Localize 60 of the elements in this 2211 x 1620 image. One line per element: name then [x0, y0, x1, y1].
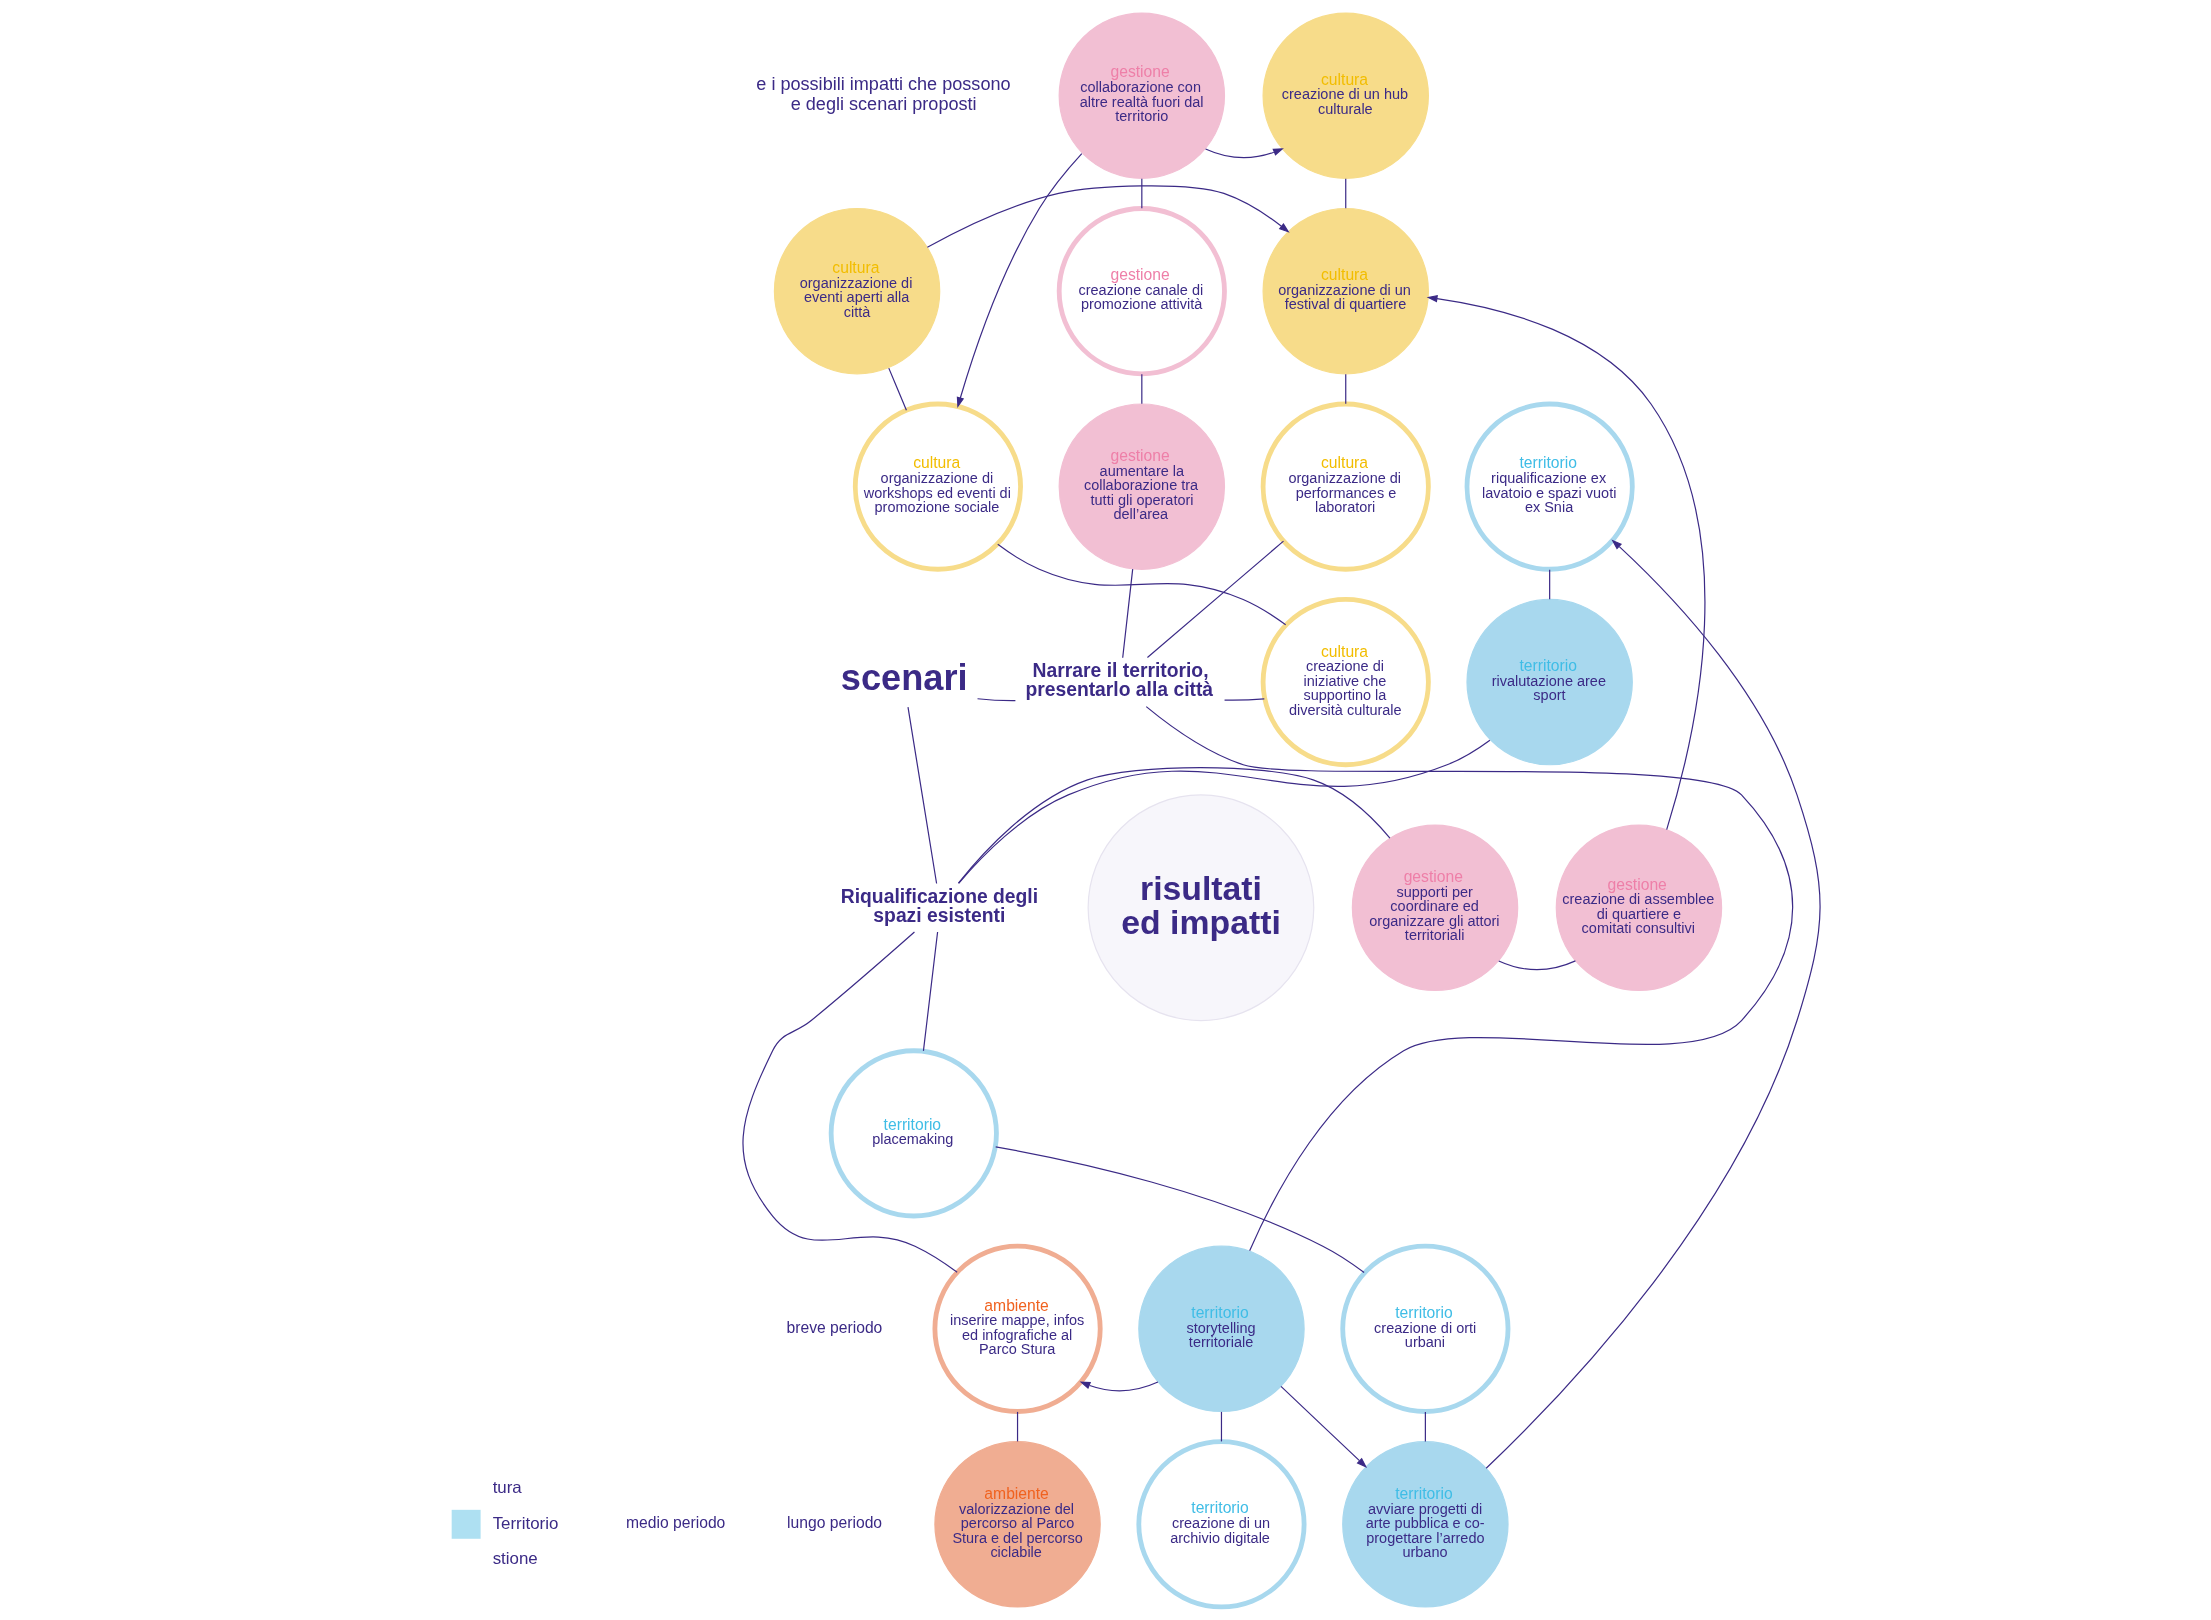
connector [1140, 178, 1142, 209]
arrow [1426, 294, 1705, 831]
node-circle: cultura organizzazione di eventi aperti alla città [773, 207, 940, 375]
connector [1223, 698, 1265, 701]
connector [1016, 1411, 1018, 1442]
label: lungo periodo [786, 1514, 882, 1532]
node-text: Narrare il territorio, presentarlo alla città [1024, 660, 1213, 701]
node-circle: territorio rivalutazione aree sport [1465, 598, 1633, 766]
connector [1497, 960, 1576, 971]
connector [887, 367, 907, 411]
node-circle: cultura organizzazione di performances e laboratori [1260, 401, 1431, 572]
node-circle: territorio placemaking [828, 1048, 999, 1219]
node-circle: risultati ed impatti [1087, 794, 1314, 1022]
arrow [1279, 1385, 1367, 1468]
arrow [956, 153, 1082, 408]
node-circle: cultura creazione di iniziative che supportino la diversità culturale [1260, 597, 1431, 768]
connector [994, 1146, 1365, 1274]
node-circle: gestione creazione di assemblee di quartiere e comitati consultivi [1555, 824, 1722, 991]
connector [1424, 1411, 1426, 1442]
connector [1344, 178, 1346, 209]
connector [1344, 373, 1346, 405]
connector [957, 739, 1491, 884]
arrow [1485, 539, 1821, 1469]
node-circle: cultura organizzazione di un festival di quartiere [1262, 207, 1429, 375]
connector [976, 698, 1016, 702]
node-text: Riqualificazione degli spazi esistenti [840, 885, 1038, 926]
connector [1220, 1411, 1222, 1442]
arrow [1204, 148, 1284, 159]
legend-label: Territorio [492, 1513, 558, 1533]
label: medio periodo [625, 1514, 725, 1532]
node-circle: territorio creazione di orti urbani [1339, 1243, 1510, 1414]
connector [1140, 373, 1142, 405]
node-circle: gestione aumentare la collaborazione tra tutti gli operatori dell’area [1058, 403, 1225, 570]
connector [922, 931, 938, 1052]
legend-label: tura [492, 1478, 522, 1498]
node-circle: territorio riqualificazione ex lavatoio e spazi vuoti ex Snia [1464, 401, 1635, 572]
node-circle: cultura organizzazione di workshops ed eventi di promozione sociale [852, 401, 1023, 572]
node-text: scenari [840, 656, 968, 698]
arrow [926, 185, 1290, 248]
connector [996, 543, 1286, 626]
label: e i possibili impatti che possono e degli scenari proposti [755, 73, 1011, 115]
connector [1145, 706, 1793, 1252]
node-circle: ambiente valorizzazione del percorso al Parco Stura e del percorso ciclabile [933, 1441, 1101, 1608]
connector [906, 706, 937, 885]
connector [957, 767, 1391, 884]
legend-label: stione [492, 1549, 538, 1569]
node-circle: territorio creazione di un archivio digitale [1135, 1439, 1307, 1610]
node-circle: territorio storytelling territoriale [1137, 1245, 1305, 1413]
connector [742, 931, 958, 1273]
node-circle: ambiente inserire mappe, infos ed infografiche al Parco Stura [932, 1243, 1103, 1414]
connector [1548, 569, 1550, 600]
node-circle: cultura creazione di un hub culturale [1262, 12, 1429, 179]
node-circle: gestione supporti per coordinare ed organizzare gli attori territoriali [1351, 824, 1518, 991]
connector [1146, 540, 1284, 659]
label: breve periodo [785, 1318, 882, 1336]
arrow [1079, 1381, 1159, 1392]
node-circle: gestione creazione canale di promozione attività [1056, 206, 1227, 377]
node-circle: gestione collaborazione con altre realtà fuori dal territorio [1058, 12, 1225, 179]
node-circle: territorio avviare progetti di arte pubblica e co-progettare l’arredo urbano [1341, 1441, 1509, 1608]
connector [1121, 568, 1133, 659]
